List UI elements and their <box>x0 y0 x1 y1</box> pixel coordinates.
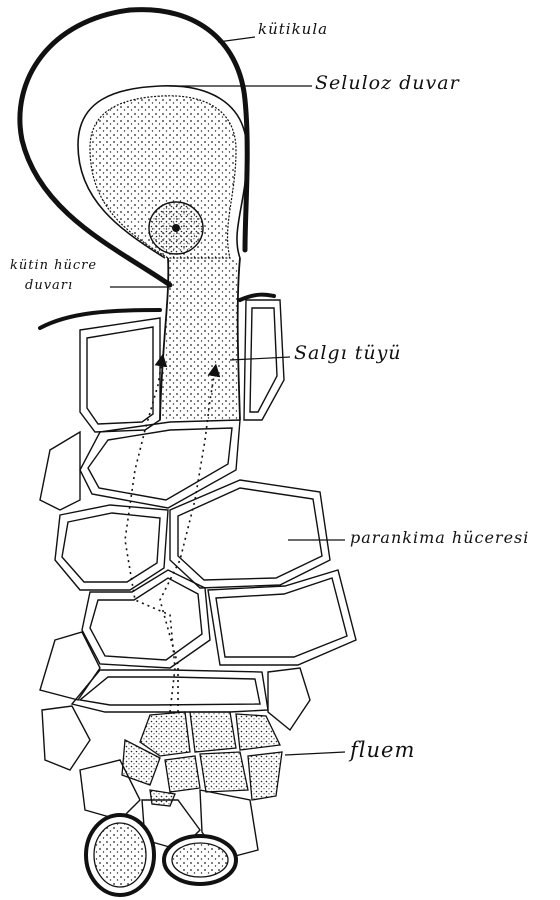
label-fluem: fluem <box>350 738 415 762</box>
label-salgi-tuyu: Salgı tüyü <box>294 342 402 364</box>
label-kutin-hucre-line2: duvarı <box>25 278 73 293</box>
phloem-tissue <box>122 712 282 806</box>
label-seluloz-duvar: Seluloz duvar <box>315 72 460 94</box>
label-kutikula: kütikula <box>258 20 328 38</box>
nucleolus <box>172 224 180 232</box>
label-kutin-hucre-line1: kütin hücre <box>10 258 97 273</box>
hair-stalk <box>160 258 240 420</box>
vascular-fibers <box>86 815 236 895</box>
epidermis-surface <box>40 295 274 328</box>
label-parankima: parankima hüceresi <box>350 528 529 547</box>
